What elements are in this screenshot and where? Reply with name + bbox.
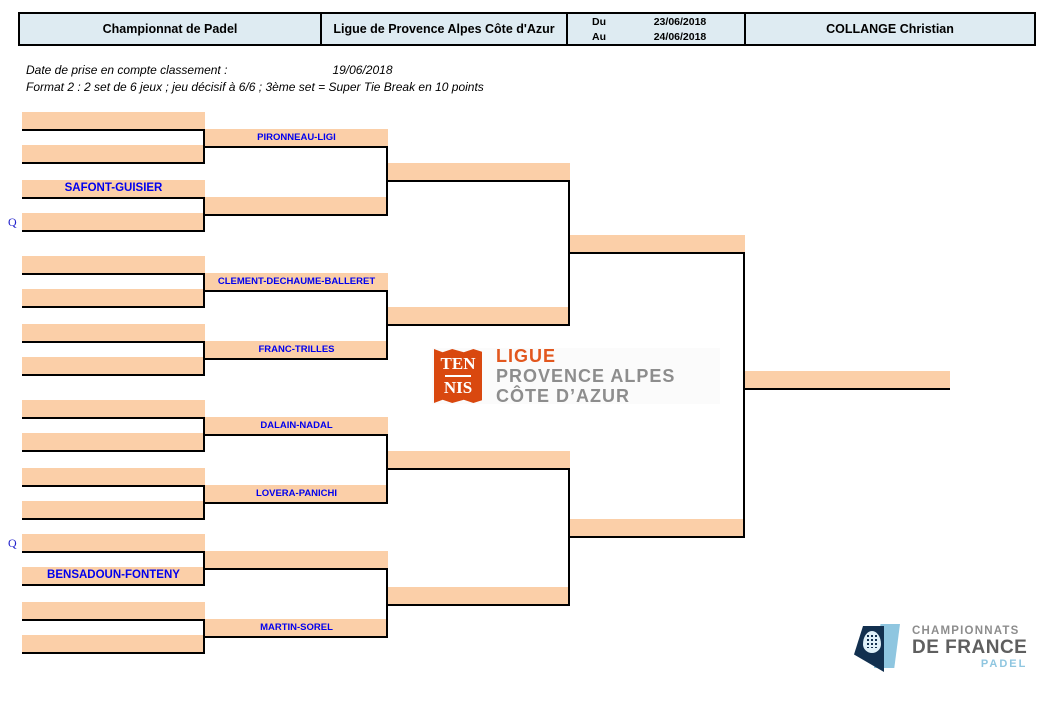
bracket-connector bbox=[203, 417, 205, 452]
bracket-slot[interactable]: LOVERA-PANICHI bbox=[205, 485, 388, 504]
bracket-connector bbox=[203, 341, 205, 376]
bracket-slot[interactable] bbox=[205, 551, 388, 570]
header-championship: Championnat de Padel bbox=[20, 14, 320, 44]
qualifier-mark: Q bbox=[8, 215, 17, 229]
bracket-slot[interactable] bbox=[22, 145, 205, 164]
bracket-connector bbox=[203, 485, 205, 520]
bracket-slot[interactable] bbox=[22, 602, 205, 621]
header-referee: COLLANGE Christian bbox=[746, 14, 1034, 44]
bracket-slot[interactable] bbox=[388, 587, 570, 606]
header-league: Ligue de Provence Alpes Côte d'Azur bbox=[322, 14, 566, 44]
header-date-to-label: Au bbox=[592, 30, 606, 43]
bracket-slot[interactable] bbox=[22, 256, 205, 275]
ligue-logo-line3: CÔTE D’AZUR bbox=[496, 385, 630, 406]
ranking-note-date: 19/06/2018 bbox=[332, 63, 393, 77]
bracket-slot[interactable] bbox=[22, 501, 205, 520]
bracket-connector bbox=[568, 468, 570, 606]
header-divider-3 bbox=[744, 14, 746, 44]
bracket-connector bbox=[203, 551, 205, 586]
bracket-slot[interactable]: FRANC-TRILLES bbox=[205, 341, 388, 360]
bracket-slot[interactable] bbox=[22, 433, 205, 452]
bracket-slot[interactable] bbox=[22, 468, 205, 487]
padel-racket-head bbox=[863, 631, 881, 653]
bracket-slot[interactable]: PIRONNEAU-LIGI bbox=[205, 129, 388, 148]
bracket-slot[interactable] bbox=[205, 197, 388, 216]
bracket-slot[interactable] bbox=[22, 400, 205, 419]
header-table: Championnat de Padel Ligue de Provence A… bbox=[18, 12, 1036, 46]
header-date-to-value: 24/06/2018 bbox=[653, 30, 707, 43]
ligue-logo-line2: PROVENCE ALPES bbox=[496, 365, 676, 386]
bracket-slot[interactable] bbox=[570, 519, 745, 538]
bracket-slot[interactable] bbox=[570, 235, 745, 254]
format-note: Format 2 : 2 set de 6 jeux ; jeu décisif… bbox=[26, 80, 484, 94]
bracket-slot[interactable] bbox=[22, 635, 205, 654]
bracket-connector bbox=[386, 146, 388, 216]
ranking-note-label: Date de prise en compte classement : bbox=[26, 63, 228, 77]
tennis-logo-bottom: NIS bbox=[443, 378, 473, 397]
ligue-paca-logo: TEN NIS LIGUE PROVENCE ALPES CÔTE D’AZUR bbox=[432, 345, 720, 406]
notes-block: Date de prise en compte classement : 19/0… bbox=[26, 62, 484, 96]
header-date-from-label: Du bbox=[592, 15, 606, 28]
padel-racket-icon bbox=[852, 622, 906, 674]
bracket-connector bbox=[203, 619, 205, 654]
bracket-slot[interactable]: DALAIN-NADAL bbox=[205, 417, 388, 436]
bracket-slot[interactable] bbox=[22, 324, 205, 343]
header-date-from-value: 23/06/2018 bbox=[653, 15, 707, 28]
bracket-slot[interactable] bbox=[22, 289, 205, 308]
header-divider-1 bbox=[320, 14, 322, 44]
tennis-logo-bar bbox=[445, 375, 471, 377]
tennis-logo-top: TEN bbox=[440, 354, 476, 373]
header-dates: Du 23/06/2018 Au 24/06/2018 bbox=[568, 14, 744, 44]
bracket-connector bbox=[386, 290, 388, 360]
qualifier-mark: Q bbox=[8, 536, 17, 550]
bracket-connector bbox=[568, 180, 570, 326]
tennis-logo-icon: TEN NIS bbox=[434, 349, 482, 403]
bracket-slot[interactable] bbox=[22, 213, 205, 232]
header-date-to-row: Au 24/06/2018 bbox=[568, 29, 744, 44]
championnats-logo-line3: PADEL bbox=[980, 658, 1028, 670]
bracket-connector bbox=[203, 273, 205, 308]
championnats-logo-text: CHAMPIONNATS DE FRANCE PADEL bbox=[912, 625, 1027, 671]
bracket-connector bbox=[203, 129, 205, 164]
bracket-slot[interactable]: MARTIN-SOREL bbox=[205, 619, 388, 638]
championnats-de-france-logo: CHAMPIONNATS DE FRANCE PADEL bbox=[852, 620, 1032, 676]
bracket-connector bbox=[203, 197, 205, 232]
ranking-note: Date de prise en compte classement : 19/0… bbox=[26, 62, 484, 79]
bracket-slot[interactable] bbox=[745, 371, 950, 390]
championnats-logo-line1: CHAMPIONNATS bbox=[912, 625, 1020, 637]
bracket-slot[interactable] bbox=[22, 534, 205, 553]
bracket-slot[interactable] bbox=[22, 357, 205, 376]
bracket-slot[interactable]: BENSADOUN-FONTENY bbox=[22, 567, 205, 586]
bracket-slot[interactable] bbox=[388, 307, 570, 326]
bracket-connector bbox=[386, 568, 388, 638]
header-divider-2 bbox=[566, 14, 568, 44]
bracket-slot[interactable] bbox=[388, 163, 570, 182]
bracket-connector bbox=[743, 252, 745, 538]
championnats-logo-line2: DE FRANCE bbox=[912, 637, 1028, 658]
bracket-slot[interactable] bbox=[388, 451, 570, 470]
header-date-from-row: Du 23/06/2018 bbox=[568, 14, 744, 29]
ligue-logo-line1: LIGUE bbox=[496, 345, 557, 366]
ligue-logo-text: LIGUE PROVENCE ALPES CÔTE D’AZUR bbox=[496, 345, 676, 406]
bracket-connector bbox=[386, 434, 388, 504]
bracket-slot[interactable]: SAFONT-GUISIER bbox=[22, 180, 205, 199]
bracket-slot[interactable] bbox=[22, 112, 205, 131]
bracket-slot[interactable]: CLEMENT-DECHAUME-BALLERET bbox=[205, 273, 388, 292]
